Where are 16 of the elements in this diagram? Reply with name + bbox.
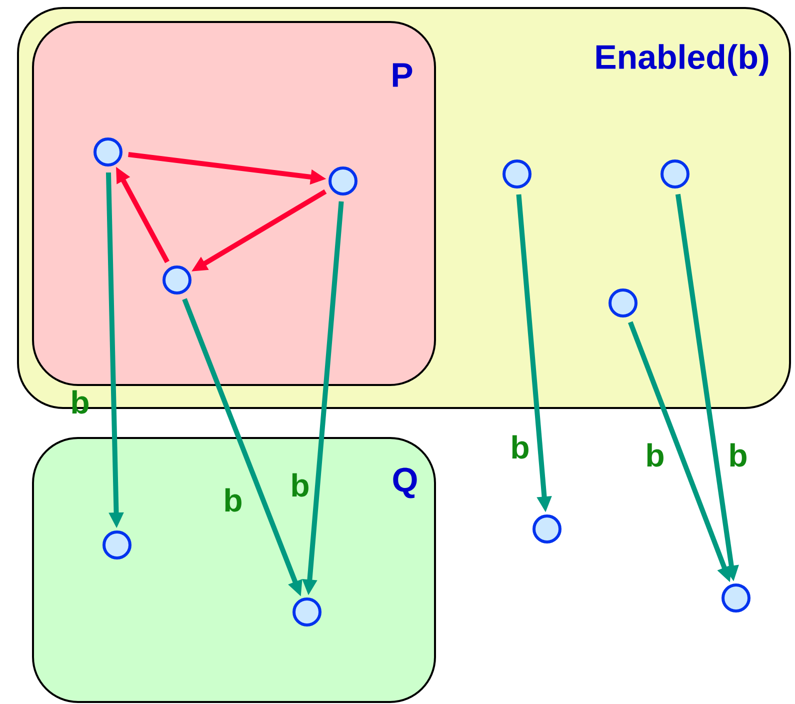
edge-label: b [730,443,746,467]
state-circle [162,266,192,294]
edge-label: b [512,435,528,459]
state-circle [660,160,690,188]
state-circle [532,514,562,544]
edge-label: b [292,473,308,497]
state-circle [722,584,750,612]
state-circle [502,160,532,188]
state-circle [292,598,322,626]
edge-label: b [647,443,664,467]
state-circle [608,288,638,318]
region-box: P [32,21,436,386]
state-circle [102,530,132,560]
state-circle [328,166,358,196]
state-circle [94,138,122,166]
edge-label: b [225,488,242,512]
